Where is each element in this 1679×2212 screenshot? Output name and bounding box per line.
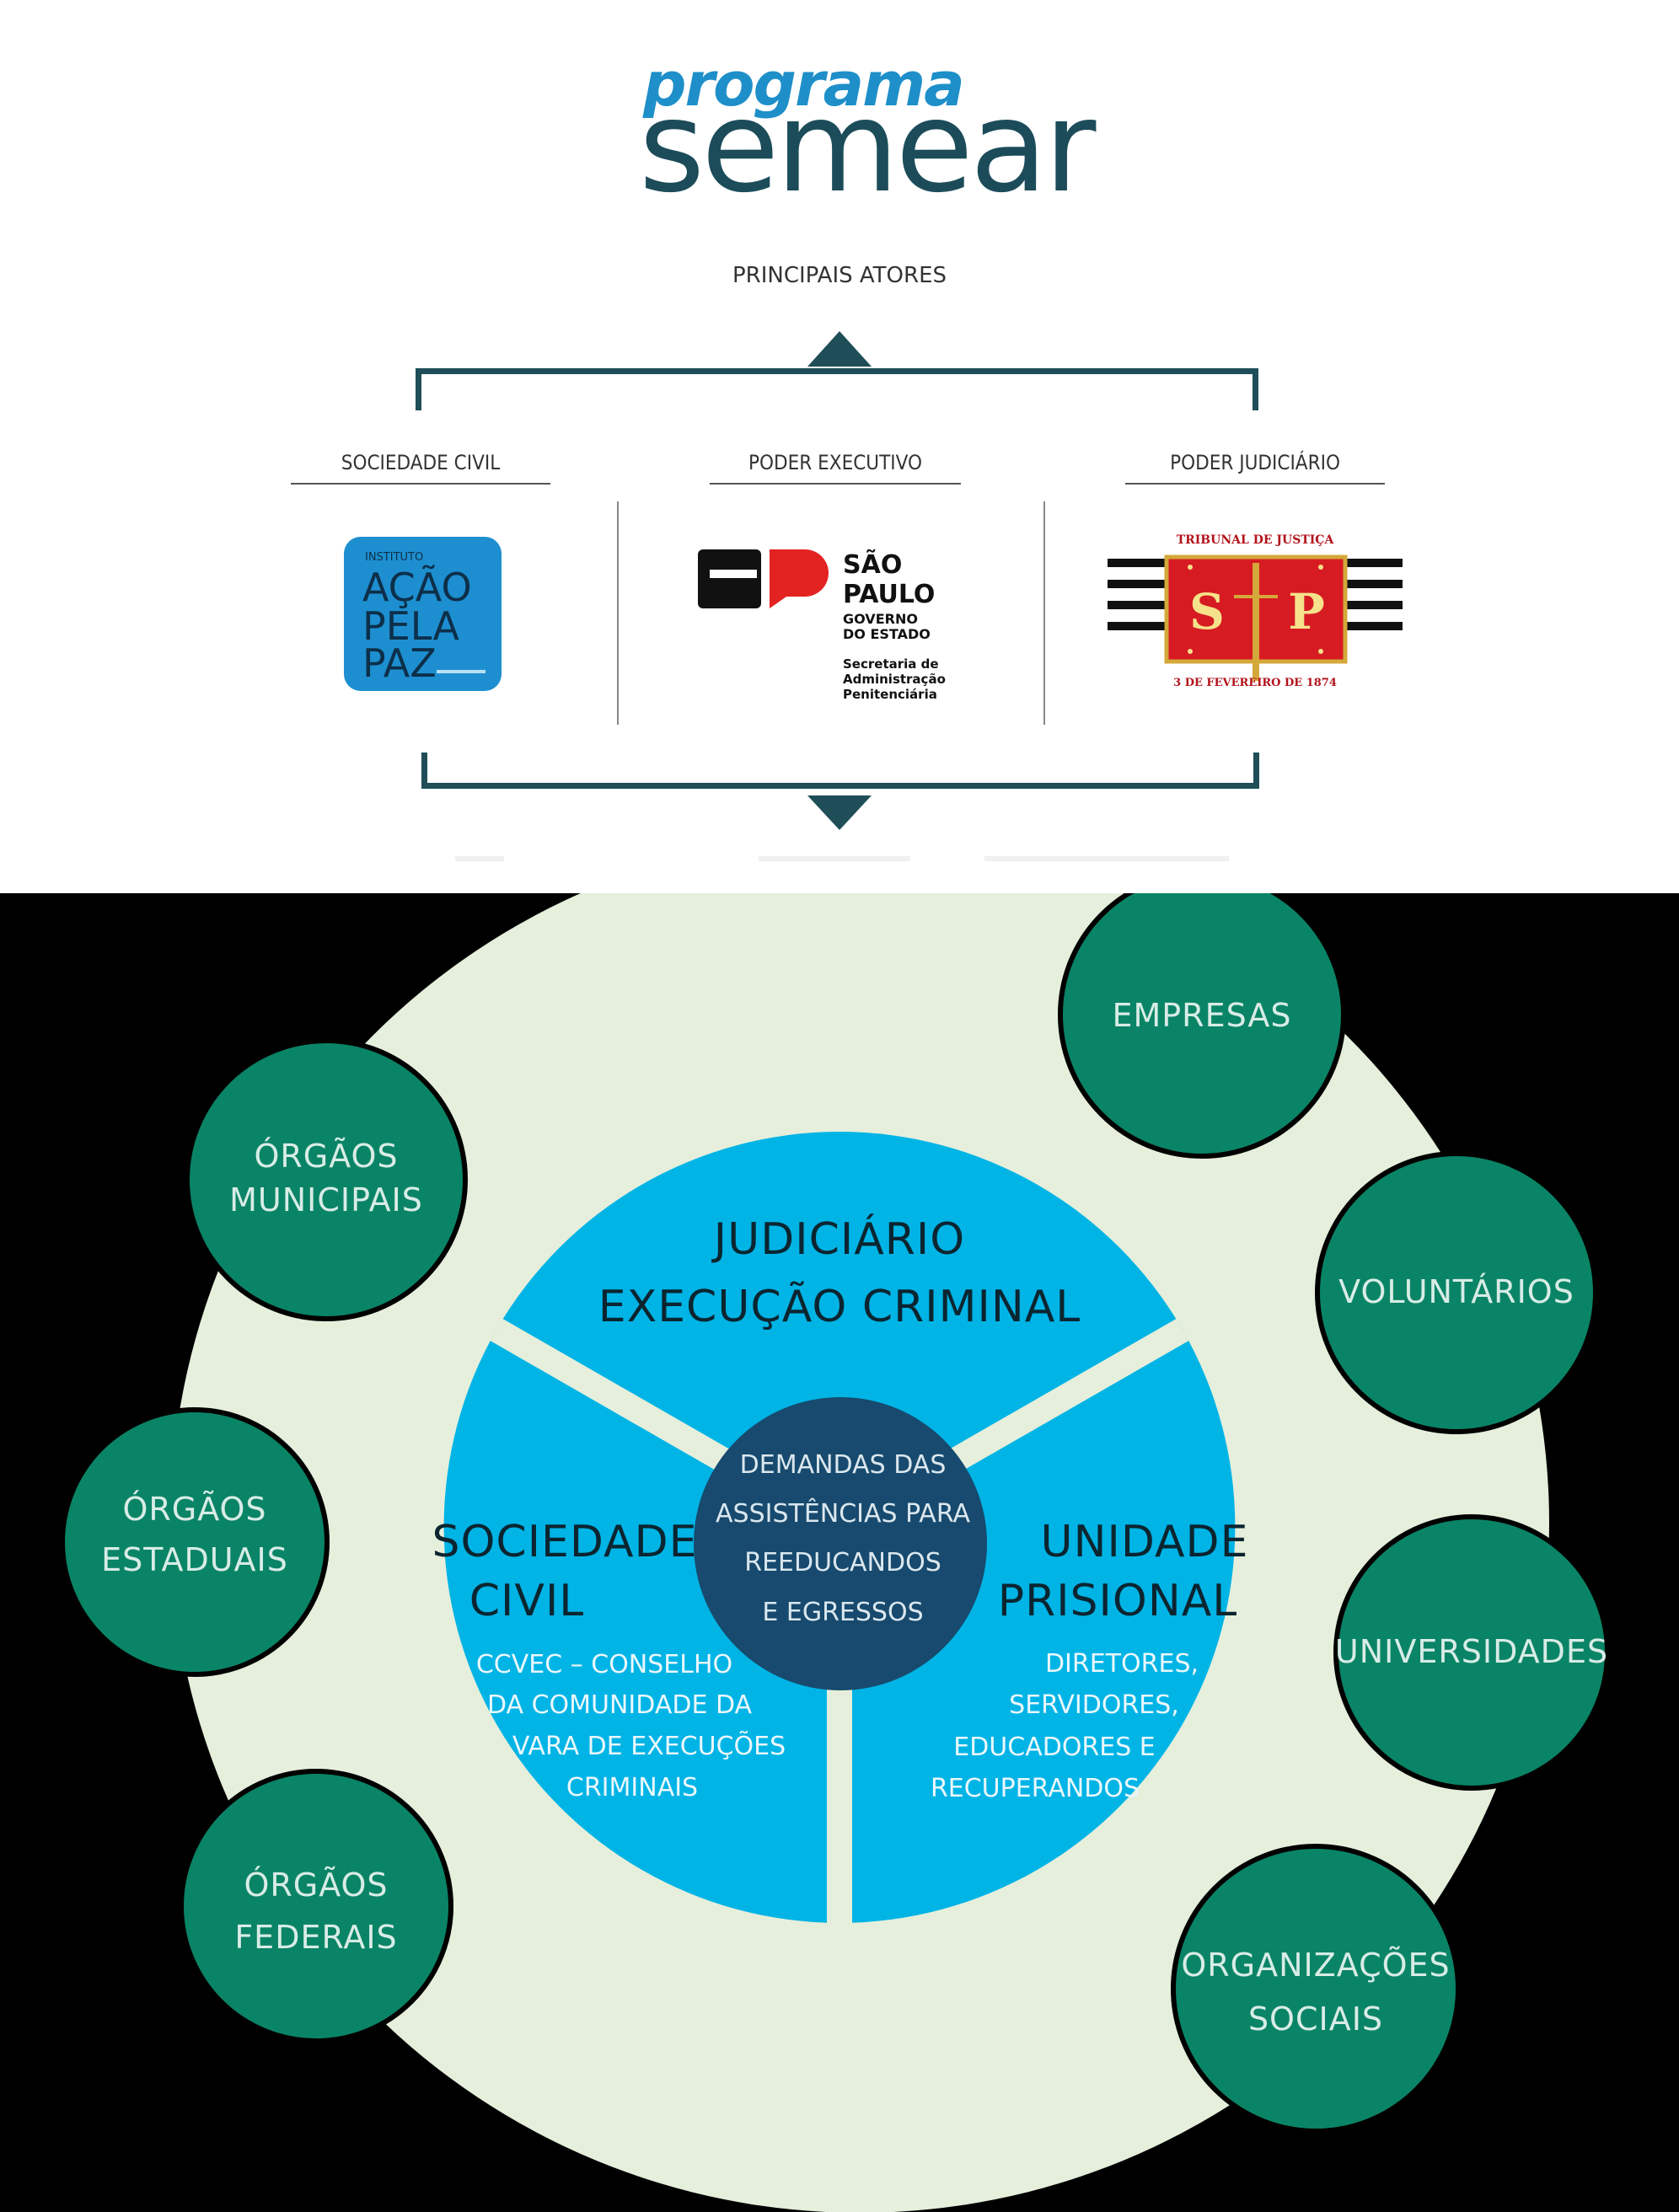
sector-top-title-1: JUDICIÁRIO [711, 1213, 965, 1265]
sector-left-body-4: CRIMINAIS [566, 1773, 698, 1802]
satellite-orgaos-estaduais: ÓRGÃOS ESTADUAIS [60, 1407, 330, 1677]
satellite-organizacoes-sociais: ORGANIZAÇÕES SOCIAIS [1171, 1844, 1461, 2134]
svg-text:EMPRESAS: EMPRESAS [1112, 997, 1291, 1034]
svg-text:ORGANIZAÇÕES: ORGANIZAÇÕES [1181, 1947, 1450, 1984]
svg-text:PELA: PELA [362, 603, 459, 649]
top-bracket-left [416, 368, 421, 410]
svg-text:Administração: Administração [843, 672, 946, 687]
svg-text:VOLUNTÁRIOS: VOLUNTÁRIOS [1338, 1273, 1574, 1310]
sector-right-title-2: PRISIONAL [998, 1576, 1238, 1626]
brand-programa: programa [643, 49, 965, 120]
svg-text:ESTADUAIS: ESTADUAIS [101, 1541, 288, 1578]
satellite-universidades: UNIVERSIDADES [1333, 1514, 1610, 1791]
center-line-4: E EGRESSOS [762, 1598, 923, 1627]
sector-left-title-2: CIVIL [469, 1576, 585, 1626]
top-bracket-bar [416, 368, 1258, 374]
svg-text:UNIVERSIDADES: UNIVERSIDADES [1335, 1633, 1608, 1670]
svg-text:ÓRGÃOS: ÓRGÃOS [254, 1138, 398, 1175]
sector-right-body-1: DIRETORES, [1045, 1649, 1199, 1679]
svg-text:SÃO: SÃO [843, 549, 902, 580]
category-poder-executivo: PODER EXECUTIVO [748, 451, 922, 474]
sector-right-body-2: SERVIDORES, [1009, 1690, 1179, 1720]
arrow-down-icon [807, 795, 872, 830]
center-line-3: REEDUCANDOS [744, 1548, 941, 1577]
svg-text:ÓRGÃOS: ÓRGÃOS [244, 1867, 388, 1904]
brand-semear: semear [639, 74, 1096, 221]
divider-strip [455, 856, 1229, 861]
svg-text:PAULO: PAULO [843, 580, 935, 609]
core-pie [443, 1132, 1236, 1930]
satellite-empresas: EMPRESAS [1058, 893, 1346, 1159]
svg-text:PAZ: PAZ [362, 640, 437, 686]
acao-pela-paz-logo: INSTITUTO AÇÃO PELA PAZ [344, 537, 502, 691]
header-panel: programa semear PRINCIPAIS ATORES SOCIED… [0, 0, 1679, 893]
svg-text:Secretaria de: Secretaria de [843, 656, 939, 672]
sector-right-body-4: RECUPERANDOS [931, 1774, 1140, 1803]
category-sociedade-civil: SOCIEDADE CIVIL [341, 451, 501, 474]
sector-top-title-2: EXECUÇÃO CRIMINAL [598, 1281, 1081, 1332]
svg-text:MUNICIPAIS: MUNICIPAIS [229, 1181, 423, 1218]
arrow-up-icon [807, 331, 872, 367]
svg-text:DO ESTADO: DO ESTADO [843, 626, 931, 642]
svg-text:S: S [1189, 583, 1225, 640]
center-line-1: DEMANDAS DAS [740, 1450, 947, 1480]
bottom-bracket-bar [421, 783, 1259, 789]
center-circle [694, 1397, 987, 1690]
svg-text:SOCIAIS: SOCIAIS [1248, 2000, 1383, 2038]
connector-lines [291, 331, 1385, 830]
center-line-2: ASSISTÊNCIAS PARA [716, 1498, 970, 1529]
svg-text:INSTITUTO: INSTITUTO [365, 551, 423, 564]
sector-left-body-1: CCVEC – CONSELHO [476, 1650, 732, 1679]
svg-text:GOVERNO: GOVERNO [843, 611, 918, 627]
svg-text:AÇÃO: AÇÃO [362, 565, 472, 610]
svg-text:FEDERAIS: FEDERAIS [234, 1919, 397, 1956]
svg-text:P: P [1288, 583, 1325, 640]
top-bracket-right [1253, 368, 1258, 410]
svg-text:TRIBUNAL DE JUSTIÇA: TRIBUNAL DE JUSTIÇA [1177, 533, 1335, 547]
sector-right-title-1: UNIDADE [1041, 1517, 1249, 1567]
sector-left-body-3: VARA DE EXECUÇÕES [512, 1730, 786, 1761]
satellite-orgaos-federais: ÓRGÃOS FEDERAIS [179, 1769, 453, 2043]
svg-text:3 DE FEVEREIRO DE 1874: 3 DE FEVEREIRO DE 1874 [1173, 677, 1337, 689]
satellite-voluntarios: VOLUNTÁRIOS [1315, 1151, 1598, 1434]
ecosystem-diagram: ÓRGÃOS MUNICIPAIS ÓRGÃOS ESTADUAIS ÓRGÃO… [0, 893, 1679, 2212]
satellite-orgaos-municipais: ÓRGÃOS MUNICIPAIS [185, 1038, 468, 1321]
svg-text:ÓRGÃOS: ÓRGÃOS [122, 1491, 266, 1528]
category-poder-judiciario: PODER JUDICIÁRIO [1170, 451, 1340, 474]
sao-paulo-logo: SÃO PAULO GOVERNO DO ESTADO Secretaria d… [698, 549, 946, 702]
sector-left-title-1: SOCIEDADE [432, 1517, 697, 1567]
bottom-bracket-left [421, 753, 427, 789]
sector-right-body-3: EDUCADORES E [953, 1733, 1156, 1762]
bottom-bracket-right [1253, 753, 1259, 789]
principais-atores-title: PRINCIPAIS ATORES [732, 263, 947, 288]
svg-text:Penitenciária: Penitenciária [843, 687, 937, 702]
tribunal-justica-logo: TRIBUNAL DE JUSTIÇA S P 3 DE FEVEREIRO D… [1108, 533, 1403, 689]
sector-left-body-2: DA COMUNIDADE DA [487, 1690, 753, 1720]
